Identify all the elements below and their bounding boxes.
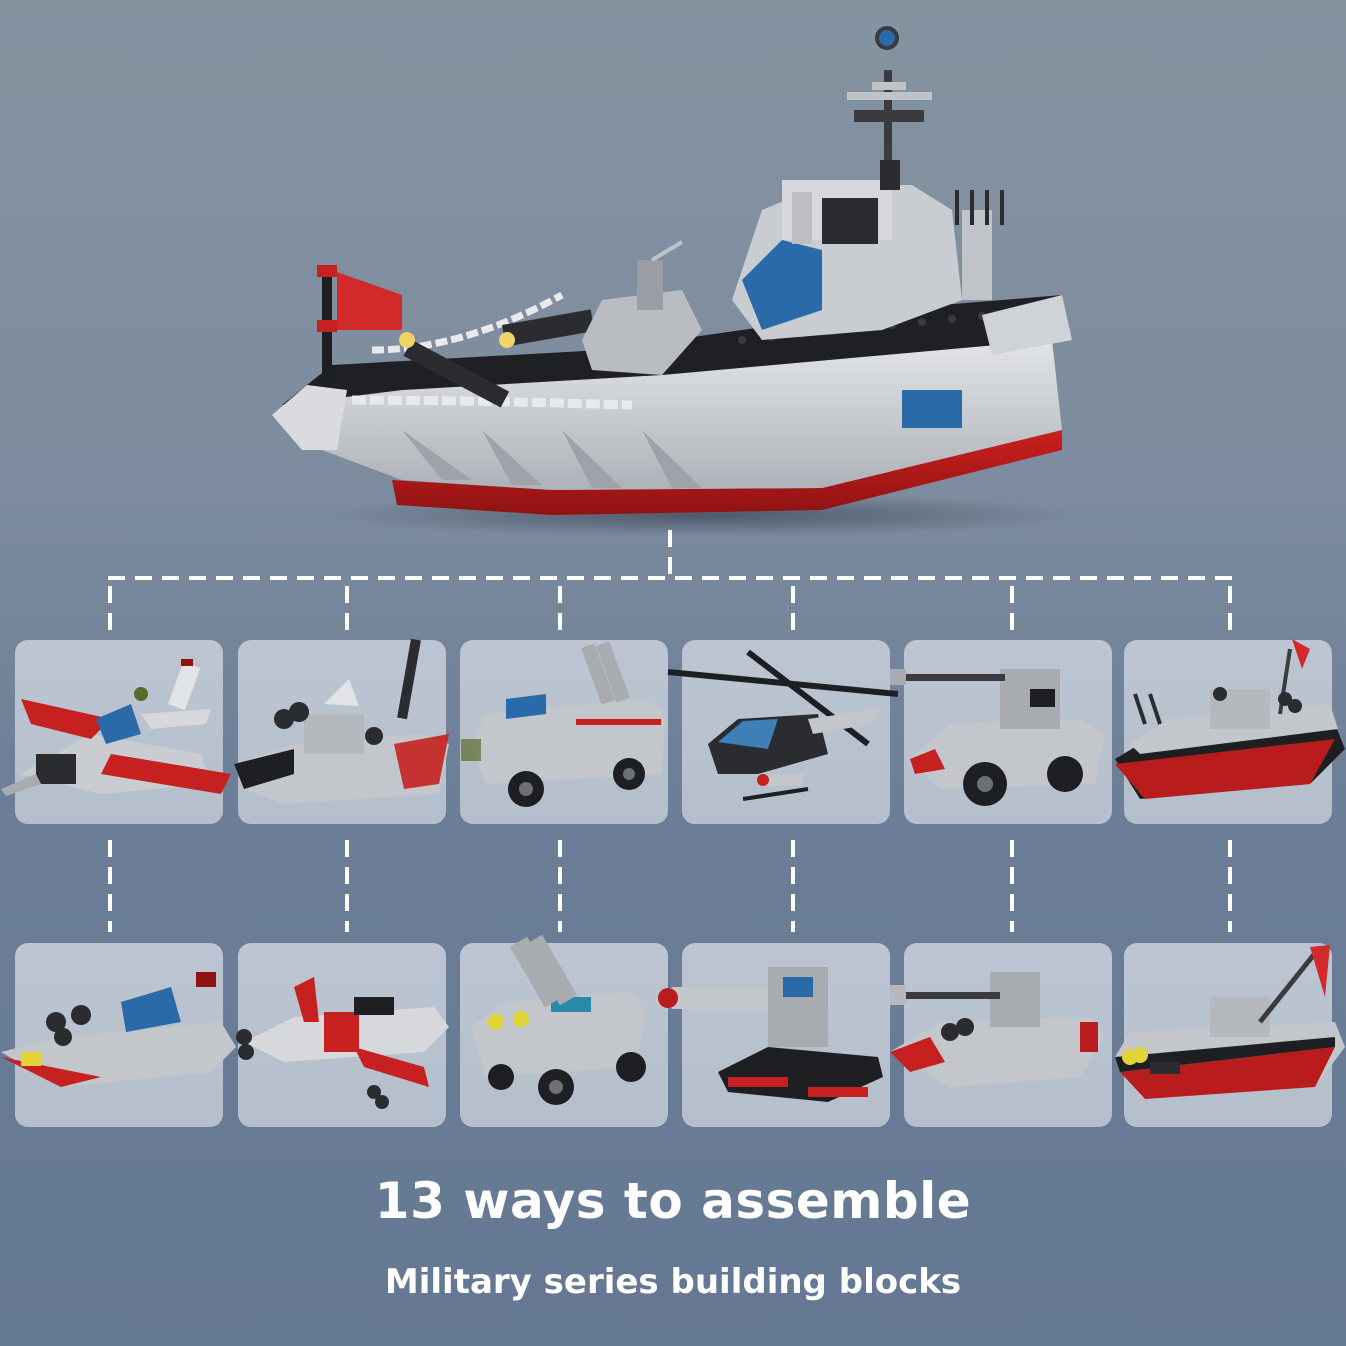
connector-drop-2 — [345, 586, 349, 632]
connector-horizontal — [108, 576, 1234, 580]
connector-drop-4 — [791, 586, 795, 632]
model-card-jet-fighter — [236, 943, 449, 1127]
connector-row-6 — [1228, 840, 1232, 932]
model-card-tank-cannon-vehicle — [890, 640, 1112, 824]
speed-boat-icon — [1, 972, 236, 1087]
headline-title: 13 ways to assemble — [374, 1172, 972, 1230]
model-card-armored-truck — [460, 640, 668, 824]
connector-row-3 — [558, 840, 562, 932]
model-card-cannon-turret — [658, 943, 890, 1127]
battleship-icon — [272, 26, 1082, 537]
fighter-jet-icon — [1, 659, 231, 796]
battleship-hero-image — [262, 10, 1112, 540]
missile-vehicle-icon — [471, 934, 646, 1105]
tank-vehicle-icon — [890, 669, 1105, 806]
model-card-patrol-boat — [1115, 639, 1345, 824]
tank-hovercraft-icon — [890, 972, 1105, 1087]
cannon-turret-icon — [658, 967, 883, 1102]
connector-row-1 — [108, 840, 112, 932]
gunboat-flag-icon — [1115, 945, 1345, 1099]
model-card-gun-boat-turret — [234, 638, 449, 824]
connector-row-2 — [345, 840, 349, 932]
headline-subtitle: Military series building blocks — [384, 1262, 962, 1302]
connector-drop-3 — [558, 586, 562, 632]
model-card-gunboat-flag — [1115, 943, 1345, 1127]
connector-row-5 — [1010, 840, 1014, 932]
connector-row-4 — [791, 840, 795, 932]
connector-drop-6 — [1228, 586, 1232, 632]
model-card-tank-hovercraft — [890, 943, 1112, 1127]
model-card-speed-boat — [1, 943, 236, 1127]
model-card-missile-vehicle — [460, 934, 668, 1127]
model-card-fighter-jet — [1, 640, 231, 824]
connector-trunk — [668, 530, 672, 576]
gun-boat-icon — [234, 638, 449, 804]
connector-drop-5 — [1010, 586, 1014, 632]
connector-drop-1 — [108, 586, 112, 632]
model-card-attack-helicopter — [667, 640, 899, 824]
armored-truck-icon — [461, 641, 666, 807]
jet-fighter-icon — [236, 977, 449, 1109]
helicopter-icon — [667, 649, 899, 801]
patrol-boat-icon — [1115, 639, 1345, 799]
